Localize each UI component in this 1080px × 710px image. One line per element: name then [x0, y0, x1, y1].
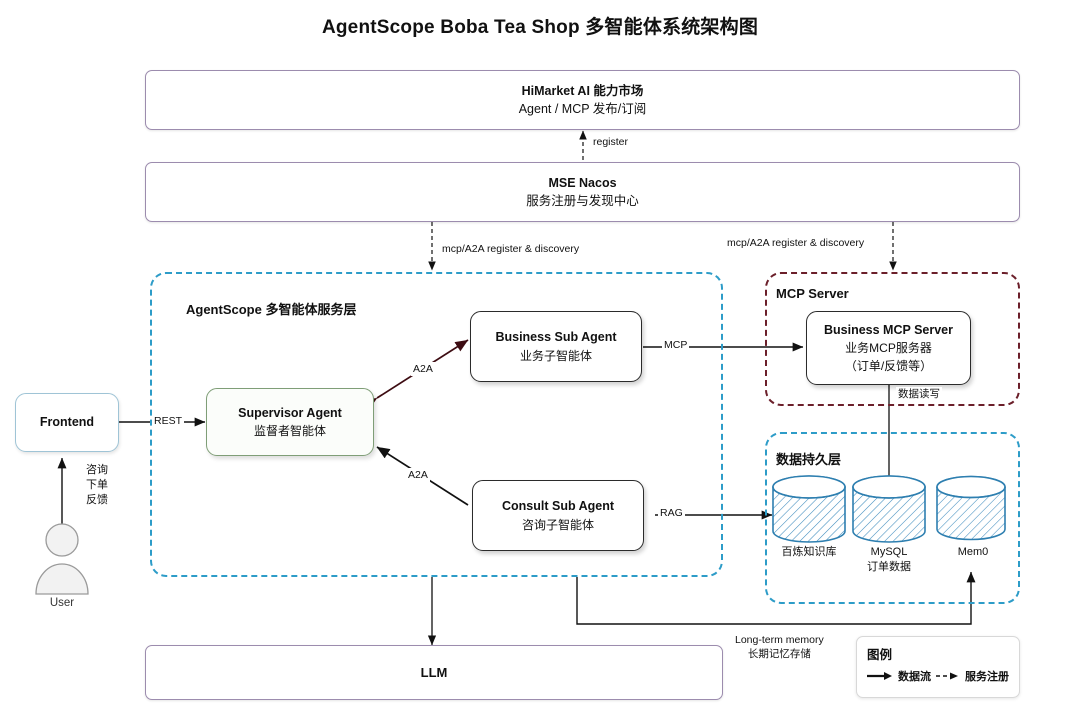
legend-rows: 数据流 服务注册: [867, 668, 1009, 684]
edge-label-a2a-business: A2A: [411, 362, 435, 377]
nacos-line2: 服务注册与发现中心: [526, 194, 639, 208]
himarket-box: HiMarket AI 能力市场 Agent / MCP 发布/订阅: [145, 70, 1020, 130]
legend-title: 图例: [867, 648, 893, 662]
business-mcp-cn2: （订单/反馈等）: [844, 359, 933, 374]
supervisor-agent-en: Supervisor Agent: [238, 405, 342, 420]
legend-box: 图例 数据流 服务注册: [856, 636, 1020, 698]
user-edge-line1: 咨询: [86, 464, 108, 476]
store-name-0: 百炼知识库: [781, 546, 837, 558]
business-sub-agent-en: Business Sub Agent: [495, 330, 617, 345]
user-edge-line2: 下单: [86, 478, 108, 491]
business-sub-agent-cn: 业务子智能体: [519, 348, 592, 363]
nacos-line1: MSE Nacos: [548, 175, 617, 190]
consult-sub-agent-cn: 咨询子智能体: [521, 517, 594, 532]
legend-label-1: 服务注册: [965, 671, 1009, 683]
business-mcp-cn: 业务MCP服务器: [845, 341, 932, 356]
user-edge-line3: 反馈: [86, 493, 108, 506]
edge-label-longterm-memory: Long-term memory 长期记忆存储: [733, 633, 826, 661]
store-caption-0: 百炼知识库: [764, 545, 854, 560]
frontend-label: Frontend: [39, 415, 95, 430]
user-label: User: [49, 597, 75, 609]
consult-sub-agent-box: Consult Sub Agent 咨询子智能体: [472, 480, 644, 551]
edge-label-rag: RAG: [658, 506, 685, 521]
edge-label-data-rw: 数据读写: [896, 387, 942, 402]
store-name-1: MySQL: [870, 546, 908, 558]
mcp-server-label: MCP Server: [776, 286, 849, 301]
user-avatar-icon: [35, 523, 89, 595]
frontend-box: Frontend: [15, 393, 119, 452]
supervisor-agent-box: Supervisor Agent 监督者智能体: [206, 388, 374, 456]
supervisor-agent-cn: 监督者智能体: [253, 424, 326, 439]
dashed-arrow-icon: [936, 672, 958, 680]
mcp-server-group: [765, 272, 1020, 406]
edge-label-register-discovery-right: mcp/A2A register & discovery: [725, 236, 867, 251]
longterm-line1: Long-term memory: [735, 634, 824, 646]
store-name2-1: 订单数据: [867, 560, 911, 573]
llm-box: LLM: [145, 645, 723, 700]
data-layer-label: 数据持久层: [776, 452, 842, 467]
edge-label-user-to-frontend: 咨询 下单 反馈: [84, 463, 110, 508]
solid-arrow-icon: [867, 672, 892, 680]
business-sub-agent-box: Business Sub Agent 业务子智能体: [470, 311, 642, 382]
longterm-line2: 长期记忆存储: [747, 648, 811, 661]
edge-label-register: register: [591, 135, 631, 150]
business-mcp-server-box: Business MCP Server 业务MCP服务器 （订单/反馈等）: [806, 311, 971, 385]
llm-label: LLM: [420, 665, 448, 680]
himarket-line1: HiMarket AI 能力市场: [521, 83, 644, 98]
himarket-line2: Agent / MCP 发布/订阅: [518, 102, 647, 116]
business-mcp-en: Business MCP Server: [824, 322, 953, 337]
agentscope-layer-label: AgentScope 多智能体服务层: [186, 302, 357, 317]
edge-label-rest: REST: [152, 414, 185, 429]
page-title: AgentScope Boba Tea Shop 多智能体系统架构图: [321, 17, 759, 38]
legend-label-0: 数据流: [898, 671, 931, 683]
store-caption-1: MySQL 订单数据: [844, 545, 934, 575]
edge-label-register-discovery-left: mcp/A2A register & discovery: [440, 242, 582, 257]
edge-label-mcp: MCP: [662, 338, 690, 353]
agentscope-layer-group: [150, 272, 723, 577]
store-caption-2: Mem0: [928, 545, 1018, 560]
store-name-2: Mem0: [957, 546, 989, 558]
edge-label-a2a-consult: A2A: [406, 468, 430, 483]
data-layer-group: [765, 432, 1020, 604]
nacos-box: MSE Nacos 服务注册与发现中心: [145, 162, 1020, 222]
consult-sub-agent-en: Consult Sub Agent: [501, 499, 615, 514]
